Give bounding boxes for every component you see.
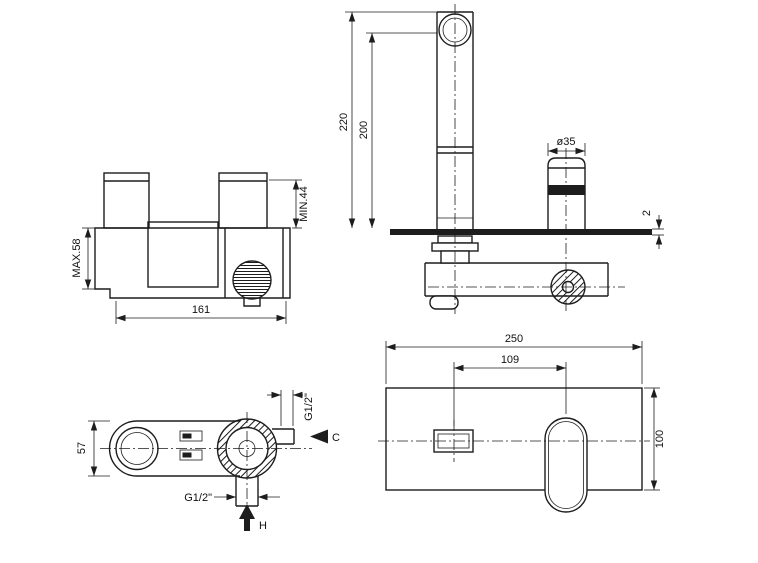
dim-plate-height: 100 [654, 430, 666, 448]
handle-front [544, 417, 588, 513]
outlet-stub [243, 298, 261, 307]
label-cold-inlet: C [332, 432, 340, 444]
dim-spout-to-handle: 109 [501, 354, 519, 366]
front-plate-dimensions: 250 109 100 [385, 333, 666, 491]
centerlines [428, 4, 625, 314]
dim-depth-max: MAX.58 [71, 238, 83, 277]
label-hot-inlet: H [259, 520, 267, 532]
view-top-body: 57 G1/2" G1/2" C H [76, 390, 340, 532]
outlet-thread-circle [232, 260, 272, 300]
dim-handle-diameter: ø35 [557, 136, 576, 148]
handle-band [548, 185, 585, 195]
top-body-dimensions: 57 G1/2" G1/2" [76, 390, 315, 504]
mounting-foot [429, 295, 459, 310]
dim-bottom-thread: G1/2" [184, 492, 212, 504]
side-body-dimensions: MAX.58 MIN.44 161 [71, 179, 310, 324]
handle-side [547, 157, 586, 229]
centerlines [100, 412, 312, 516]
wall-plate-edge [390, 229, 652, 235]
front-faucet-dimensions: 220 200 ø35 2 [338, 11, 664, 249]
fixing-marks [179, 430, 203, 461]
dim-depth-min: MIN.44 [298, 186, 310, 221]
centerlines [378, 420, 650, 462]
mixer-body-center-block [147, 221, 219, 288]
view-side-body: MAX.58 MIN.44 161 [71, 172, 310, 324]
side-inlet-stub [272, 428, 295, 445]
cold-inlet-arrow [310, 429, 328, 444]
dim-total-height: 220 [338, 113, 350, 131]
plate-front [385, 387, 643, 491]
hot-inlet-arrow [239, 504, 255, 531]
dim-plate-width: 250 [505, 333, 523, 345]
view-front-faucet: 220 200 ø35 2 [338, 4, 664, 314]
dim-body-depth: 57 [76, 442, 88, 454]
dim-side-thread: G1/2" [303, 393, 315, 421]
dim-plate-thickness: 2 [641, 210, 653, 216]
dim-body-width: 161 [192, 304, 210, 316]
dim-spout-height: 200 [358, 121, 370, 139]
view-front-plate: 250 109 100 [378, 333, 666, 513]
